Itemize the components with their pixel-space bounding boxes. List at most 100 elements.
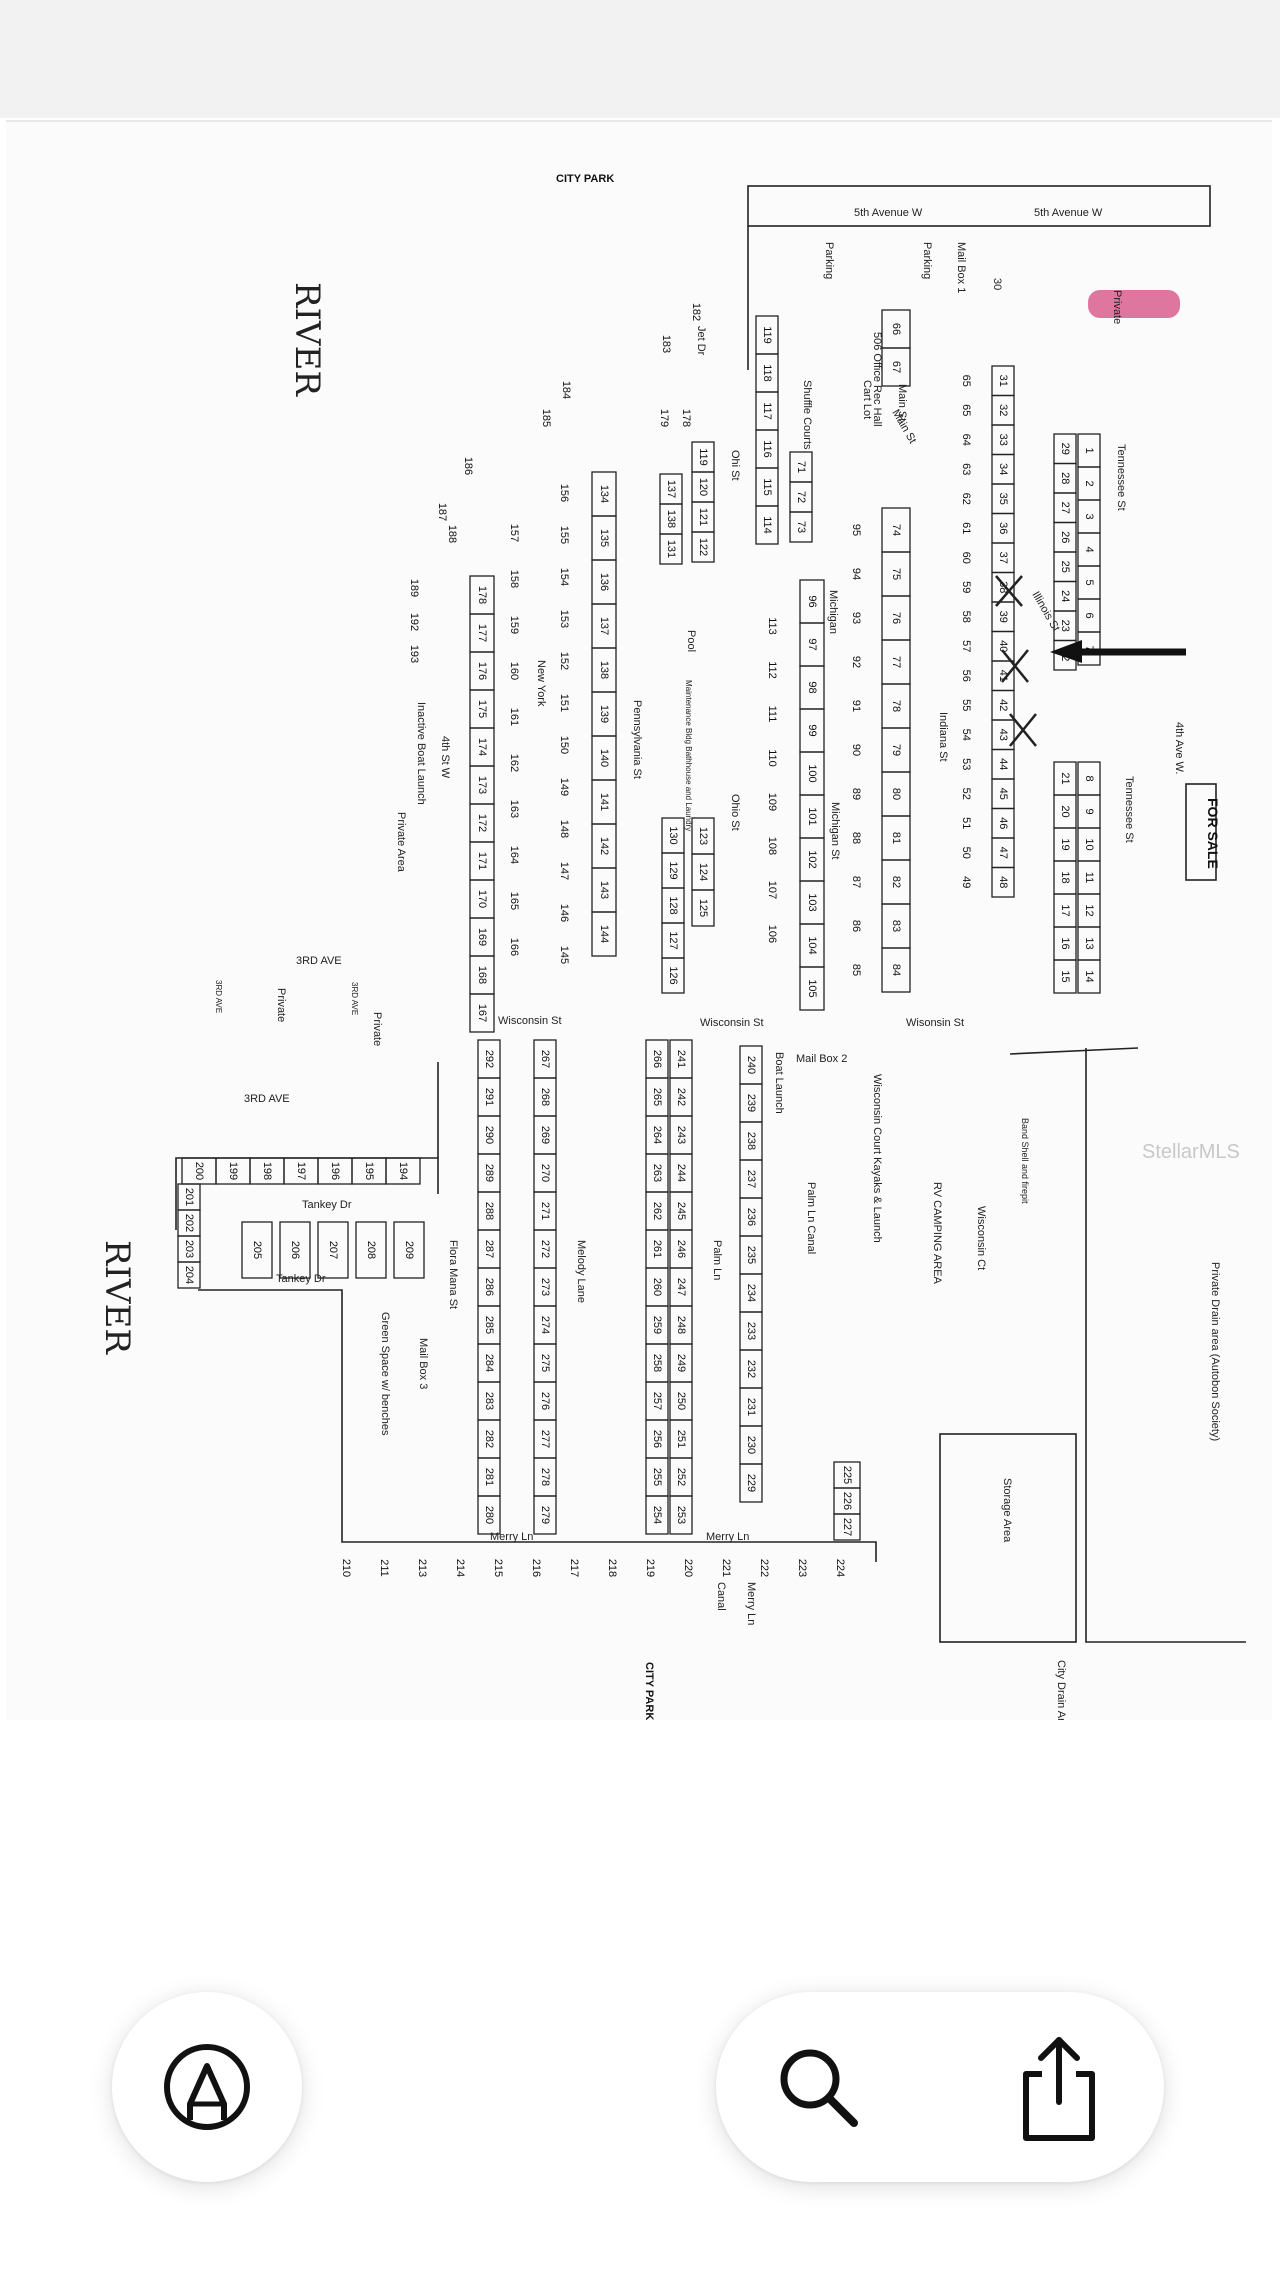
lot-number: 231 bbox=[745, 1398, 757, 1416]
lot-number: 268 bbox=[539, 1088, 551, 1106]
lot-number: 237 bbox=[745, 1170, 757, 1188]
markup-icon bbox=[164, 2044, 250, 2130]
lot-number: 145 bbox=[558, 946, 570, 964]
lot-number: 126 bbox=[667, 966, 679, 984]
flora-mana-label: Flora Mana St bbox=[447, 1240, 459, 1309]
lot-cell bbox=[881, 947, 911, 993]
lot-number: 77 bbox=[890, 656, 902, 668]
lot-number: 79 bbox=[890, 744, 902, 756]
markup-button[interactable] bbox=[112, 1992, 302, 2182]
lot-number: 189 bbox=[408, 579, 420, 597]
lot-number: 203 bbox=[183, 1240, 195, 1258]
lot-number: 74 bbox=[890, 524, 902, 536]
lot-number: 129 bbox=[667, 861, 679, 879]
lot-number: 49 bbox=[960, 876, 972, 888]
lot-number: 144 bbox=[598, 925, 610, 943]
cart-lot-label: Cart Lot bbox=[861, 380, 873, 419]
lot-number: 10 bbox=[1083, 838, 1095, 850]
lot-number: 275 bbox=[539, 1354, 551, 1372]
lot-number: 280 bbox=[483, 1506, 495, 1524]
lot-cell bbox=[739, 1463, 763, 1503]
lot-number: 143 bbox=[598, 881, 610, 899]
lot-number: 76 bbox=[890, 612, 902, 624]
lot-number: 18 bbox=[1059, 871, 1071, 883]
lot-number: 138 bbox=[665, 510, 677, 528]
lot-number: 198 bbox=[261, 1162, 273, 1180]
lot-number: 33 bbox=[997, 434, 1009, 446]
third-ave-label-1: 3RD AVE bbox=[296, 955, 342, 967]
lot-number: 245 bbox=[675, 1202, 687, 1220]
fifth-avenue-road bbox=[747, 185, 1211, 227]
lot-number: 278 bbox=[539, 1468, 551, 1486]
lot-number: 178 bbox=[680, 409, 692, 427]
lot-number: 53 bbox=[960, 758, 972, 770]
inactive-launch-label: Inactive Boat Launch bbox=[415, 702, 427, 805]
lot-number: 71 bbox=[795, 461, 807, 473]
lot-number: 20 bbox=[1059, 805, 1071, 817]
lot-cell bbox=[755, 505, 779, 545]
lot-number: 254 bbox=[651, 1506, 663, 1524]
lot-number: 120 bbox=[697, 478, 709, 496]
lot-number: 222 bbox=[758, 1559, 770, 1577]
tennessee-label-1: Tennessee St bbox=[1115, 444, 1127, 511]
lot-number: 54 bbox=[960, 729, 972, 741]
lot-number: 97 bbox=[806, 638, 818, 650]
lot-number: 279 bbox=[539, 1506, 551, 1524]
lot-number: 262 bbox=[651, 1202, 663, 1220]
lot-number: 273 bbox=[539, 1278, 551, 1296]
pennsylvania-label: Pennsylvania St bbox=[631, 700, 643, 779]
lot-cell bbox=[533, 1495, 557, 1535]
lot-number: 59 bbox=[960, 581, 972, 593]
lot-number: 39 bbox=[997, 611, 1009, 623]
lot-number: 239 bbox=[745, 1094, 757, 1112]
lot-number: 93 bbox=[850, 612, 862, 624]
lot-number: 186 bbox=[462, 457, 474, 475]
lot-number: 106 bbox=[766, 925, 778, 943]
parking-label-2: Parking bbox=[823, 242, 835, 279]
lot-number: 232 bbox=[745, 1360, 757, 1378]
lot-number: 194 bbox=[397, 1162, 409, 1180]
private-left-label: Private bbox=[275, 988, 287, 1022]
lot-number: 44 bbox=[997, 758, 1009, 770]
lot-number: 139 bbox=[598, 705, 610, 723]
private-area-label: Private Area bbox=[395, 812, 407, 873]
lot-number: 158 bbox=[508, 570, 520, 588]
jet-dr-label: Jet Dr bbox=[695, 326, 707, 356]
lot-number: 185 bbox=[540, 409, 552, 427]
parking-label-1: Parking bbox=[921, 242, 933, 279]
search-icon bbox=[780, 2049, 858, 2127]
lot-number: 81 bbox=[890, 832, 902, 844]
merry-ln-label-1: Merry Ln bbox=[490, 1531, 533, 1543]
share-button[interactable] bbox=[1004, 2030, 1114, 2146]
lot-number: 128 bbox=[667, 896, 679, 914]
lot-number: 259 bbox=[651, 1316, 663, 1334]
tankey-dr-label-1: Tankey Dr bbox=[302, 1199, 352, 1211]
lot-number: 246 bbox=[675, 1240, 687, 1258]
lot-number: 153 bbox=[558, 610, 570, 628]
lot-number: 168 bbox=[476, 966, 488, 984]
fourth-st-label: 4th St W bbox=[439, 736, 451, 779]
lot-number: 260 bbox=[651, 1278, 663, 1296]
lot-number: 42 bbox=[997, 699, 1009, 711]
lot-number: 195 bbox=[363, 1162, 375, 1180]
private-highlight bbox=[1088, 290, 1180, 318]
ohio-st-label: Ohio St bbox=[729, 794, 741, 831]
lot-number: 277 bbox=[539, 1430, 551, 1448]
lot-number: 88 bbox=[850, 832, 862, 844]
lot-number: 100 bbox=[806, 764, 818, 782]
mail-box-2-label: Mail Box 2 bbox=[796, 1053, 847, 1065]
lot-number: 109 bbox=[766, 793, 778, 811]
lot-number: 210 bbox=[340, 1559, 352, 1577]
lot-number: 119 bbox=[761, 326, 773, 344]
palm-canal-label: Palm Ln Canal bbox=[805, 1182, 817, 1254]
lot-number: 4 bbox=[1083, 546, 1095, 552]
lot-number: 51 bbox=[960, 817, 972, 829]
lot-number: 226 bbox=[841, 1492, 853, 1510]
wisconsin-st-label-3: Wisonsin St bbox=[906, 1017, 964, 1029]
lot-number: 166 bbox=[508, 938, 520, 956]
lot-number: 58 bbox=[960, 611, 972, 623]
lot-number: 289 bbox=[483, 1164, 495, 1182]
search-button[interactable] bbox=[768, 2037, 868, 2137]
lot-cell bbox=[659, 533, 683, 565]
lot-number: 291 bbox=[483, 1088, 495, 1106]
